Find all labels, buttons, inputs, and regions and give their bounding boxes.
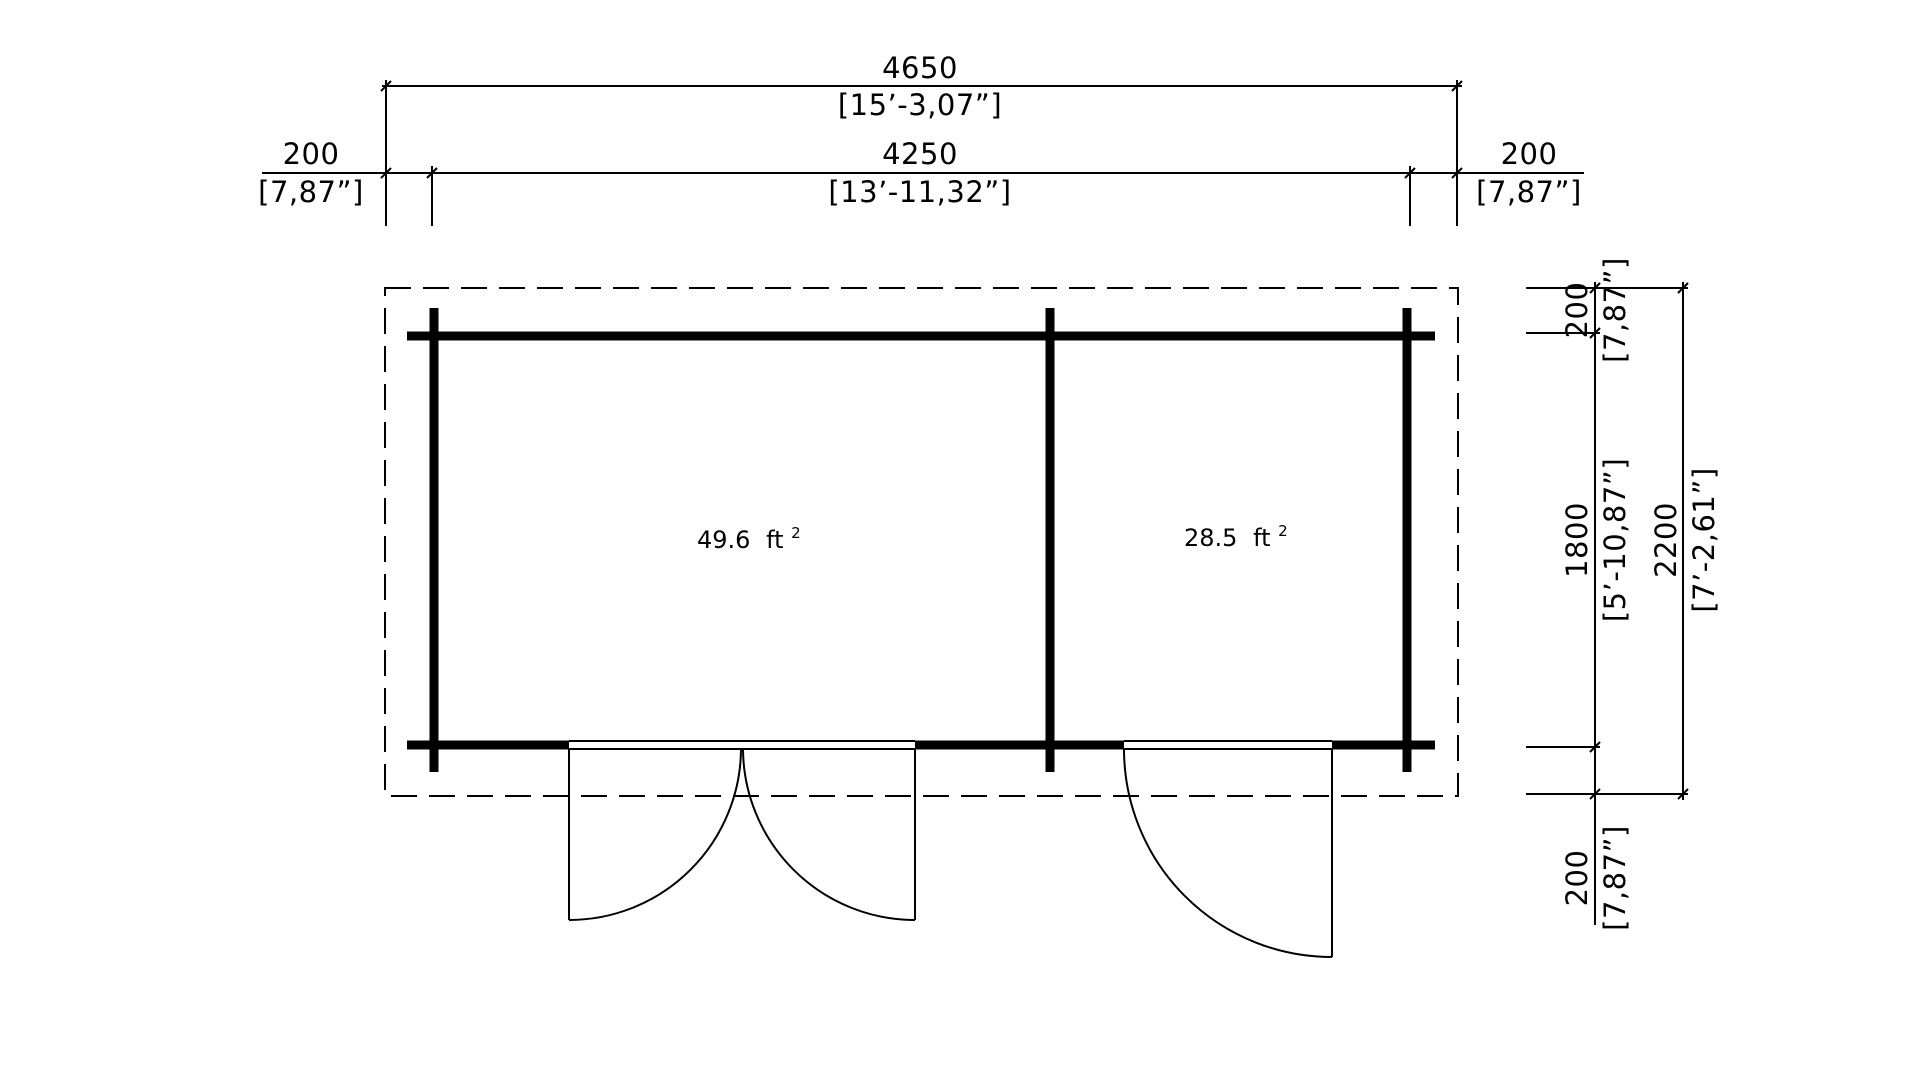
dim-tick bbox=[1589, 327, 1601, 339]
left-overhang-imperial: [7,87”] bbox=[258, 175, 364, 209]
dim-tick bbox=[1404, 167, 1416, 179]
bottom-overhang-imperial: [7,87”] bbox=[1598, 825, 1632, 931]
inner-depth-imperial: [5’-10,87”] bbox=[1598, 458, 1632, 622]
dim-tick bbox=[426, 167, 438, 179]
top-overhang-imperial: [7,87”] bbox=[1598, 257, 1632, 363]
room-area-unit: ft bbox=[766, 526, 783, 554]
inner-depth-mm: 1800 bbox=[1560, 502, 1594, 578]
overall-depth-mm: 2200 bbox=[1649, 502, 1683, 578]
bottom-overhang-mm: 200 bbox=[1560, 850, 1594, 907]
top-dimensions: 4650 [15’-3,07”] 4250 [13’-11,32”] 200 [… bbox=[258, 51, 1584, 226]
double-door bbox=[568, 740, 916, 921]
side-dimensions: 200 [7,87”] 1800 [5’-10,87”] 2200 [7’-2,… bbox=[1526, 257, 1721, 931]
left-overhang-mm: 200 bbox=[283, 137, 340, 171]
dim-tick bbox=[1589, 788, 1601, 800]
room-area-exponent: 2 bbox=[791, 524, 801, 542]
dim-tick bbox=[1589, 741, 1601, 753]
dim-tick bbox=[1589, 282, 1601, 294]
room-area-left: 49.6 ft 2 bbox=[697, 524, 801, 554]
top-overhang-mm: 200 bbox=[1560, 282, 1594, 339]
inner-width-imperial: [13’-11,32”] bbox=[828, 175, 1011, 209]
room-area-right: 28.5 ft 2 bbox=[1184, 522, 1288, 552]
door-swing bbox=[1123, 748, 1333, 958]
walls bbox=[407, 308, 1435, 772]
dim-tick bbox=[1451, 167, 1463, 179]
single-door bbox=[1123, 740, 1333, 958]
dim-tick bbox=[1677, 282, 1689, 294]
door-swing-left bbox=[568, 748, 742, 921]
roof-outline bbox=[384, 287, 1459, 797]
right-overhang-mm: 200 bbox=[1501, 137, 1558, 171]
dim-tick bbox=[380, 167, 392, 179]
room-area-exponent: 2 bbox=[1278, 522, 1288, 540]
overall-depth-imperial: [7’-2,61”] bbox=[1687, 467, 1721, 612]
dim-tick bbox=[1677, 788, 1689, 800]
overall-width-mm: 4650 bbox=[882, 51, 958, 85]
overall-width-imperial: [15’-3,07”] bbox=[838, 88, 1002, 122]
room-area-value: 49.6 bbox=[697, 526, 750, 554]
room-area-unit: ft bbox=[1253, 524, 1270, 552]
dim-tick bbox=[1451, 80, 1463, 92]
dim-tick bbox=[380, 80, 392, 92]
inner-width-mm: 4250 bbox=[882, 137, 958, 171]
room-area-value: 28.5 bbox=[1184, 524, 1237, 552]
right-overhang-imperial: [7,87”] bbox=[1476, 175, 1582, 209]
door-swing-right bbox=[742, 748, 916, 921]
